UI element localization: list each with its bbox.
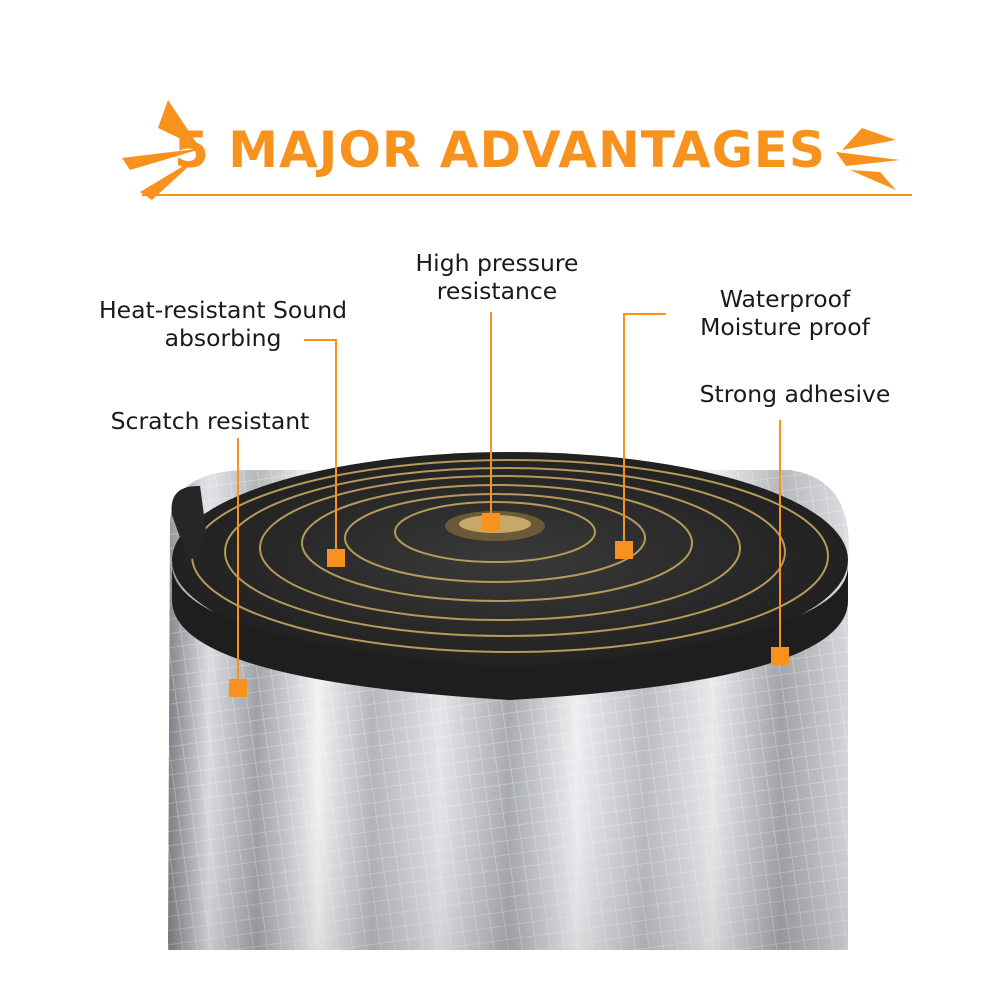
page-title-text: 5 MAJOR ADVANTAGES: [174, 121, 826, 179]
right-arrow-decoration: [836, 128, 900, 190]
feature-waterproof-line-2: Moisture proof: [700, 313, 870, 341]
feature-waterproof-label: Waterproof Moisture proof: [690, 285, 880, 341]
marker-waterproof: [615, 541, 633, 559]
feature-pressure-label: High pressure resistance: [412, 249, 582, 305]
feature-pressure-line-2: resistance: [436, 277, 558, 305]
feature-heat-sound-label: Heat-resistant Sound absorbing: [98, 296, 348, 352]
marker-pressure: [482, 513, 500, 531]
feature-scratch-line-1: Scratch resistant: [110, 407, 310, 435]
callout-markers: [229, 513, 789, 697]
marker-scratch: [229, 679, 247, 697]
foam-spiral-top: [171, 452, 849, 700]
feature-pressure-line-1: High pressure: [415, 249, 579, 277]
feature-adhesive-label: Strong adhesive: [695, 380, 895, 408]
page-title: 5 MAJOR ADVANTAGES: [0, 112, 1000, 188]
feature-scratch-label: Scratch resistant: [110, 407, 310, 435]
left-arrow-decoration: [122, 100, 204, 200]
feature-heat-sound-line-2: absorbing: [164, 324, 282, 352]
marker-adhesive: [771, 647, 789, 665]
feature-adhesive-line-1: Strong adhesive: [699, 380, 891, 408]
marker-heat-sound: [327, 549, 345, 567]
feature-waterproof-line-1: Waterproof: [719, 285, 851, 313]
feature-heat-sound-line-1: Heat-resistant Sound: [98, 296, 348, 324]
callout-lines: [237, 312, 781, 688]
